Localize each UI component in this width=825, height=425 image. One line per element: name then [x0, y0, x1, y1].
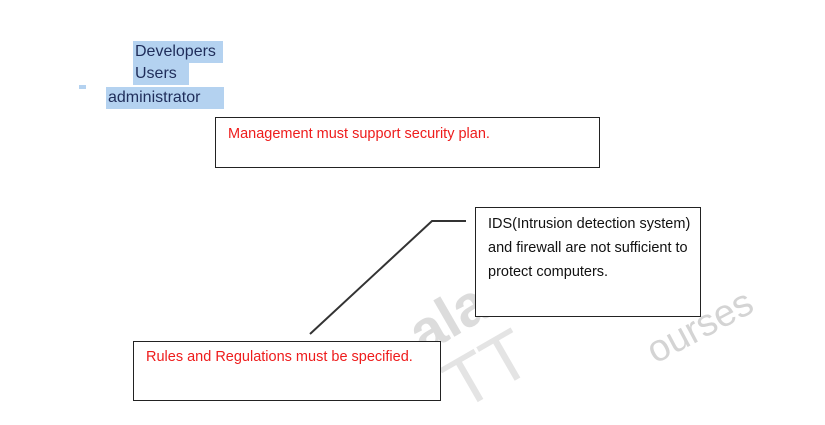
list-item-developers[interactable]: Developers	[133, 41, 223, 63]
rules-box: Rules and Regulations must be specified.	[133, 341, 441, 401]
list-item-administrator[interactable]: administrator	[106, 87, 224, 109]
rules-text: Rules and Regulations must be specified.	[146, 349, 413, 365]
management-box: Management must support security plan.	[215, 117, 600, 168]
connector-line	[309, 220, 466, 335]
ids-text: IDS(Intrusion detection system) and fire…	[488, 216, 691, 280]
management-text: Management must support security plan.	[228, 126, 490, 142]
list-item-users[interactable]: Users	[133, 63, 189, 85]
selection-marker	[79, 85, 86, 89]
ids-box: IDS(Intrusion detection system) and fire…	[475, 207, 701, 317]
